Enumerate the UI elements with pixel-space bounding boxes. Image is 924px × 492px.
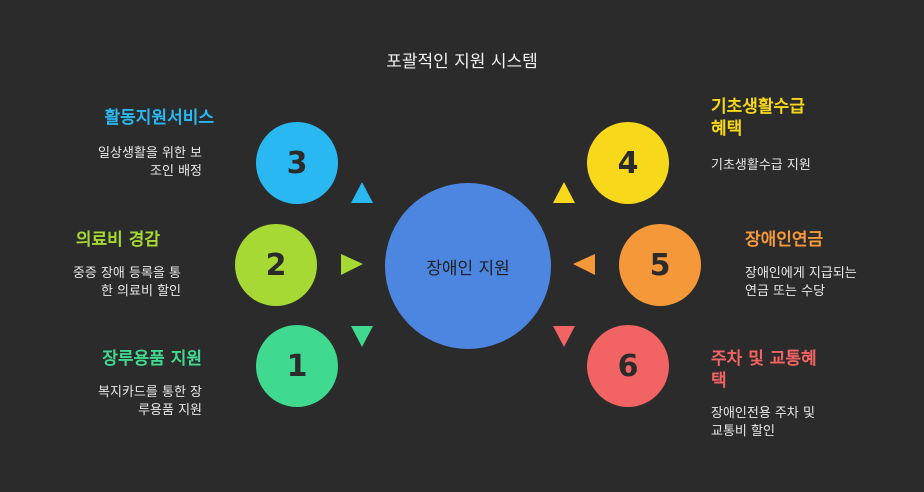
node-desc-3-line-1: 일상생활을 위한 보: [98, 146, 202, 161]
node-circle-6: 6: [587, 325, 669, 407]
node-desc-4-line-1: 기초생활수급 지원: [711, 158, 811, 173]
node-circle-2: 2: [235, 224, 317, 306]
node-number-4: 4: [617, 145, 639, 181]
node-desc-5-line-1: 장애인에게 지급되는: [745, 266, 857, 281]
node-circle-1: 1: [256, 325, 338, 407]
node-heading-1: 장루용품 지원: [102, 349, 202, 369]
node-desc-6-line-1: 장애인전용 주차 및: [711, 406, 815, 421]
arrow-to-node-2: [341, 254, 363, 275]
node-desc-5: 장애인에게 지급되는 연금 또는 수당: [745, 265, 857, 301]
node-circle-3: 3: [256, 122, 338, 204]
node-desc-3-line-2: 조인 배정: [150, 164, 202, 179]
node-heading-6-line-2: 택: [711, 371, 727, 391]
node-desc-1-line-2: 루용품 지원: [138, 403, 202, 418]
node-number-3: 3: [286, 145, 308, 181]
node-desc-2-line-2: 한 의료비 할인: [100, 284, 181, 299]
arrow-to-node-6: [553, 326, 575, 347]
node-heading-4: 기초생활수급 혜택: [711, 96, 805, 140]
node-desc-6: 장애인전용 주차 및 교통비 할인: [711, 405, 815, 441]
diagram-title: 포괄적인 지원 시스템: [386, 52, 538, 72]
center-circle: 장애인 지원: [385, 183, 551, 349]
node-heading-4-line-1: 기초생활수급: [711, 97, 805, 117]
arrow-to-node-4: [553, 182, 575, 203]
node-circle-4: 4: [587, 122, 669, 204]
node-circle-5: 5: [619, 224, 701, 306]
center-label: 장애인 지원: [426, 258, 510, 279]
node-desc-2: 중증 장애 등록을 통 한 의료비 할인: [73, 265, 181, 301]
node-desc-4: 기초생활수급 지원: [711, 157, 811, 175]
node-desc-6-line-2: 교통비 할인: [711, 424, 775, 439]
node-number-1: 1: [286, 348, 308, 384]
node-number-5: 5: [649, 247, 671, 283]
node-heading-5: 장애인연금: [745, 230, 824, 250]
node-desc-1: 복지카드를 통한 장 루용품 지원: [98, 384, 202, 420]
arrow-to-node-5: [573, 254, 595, 275]
node-heading-2: 의료비 경감: [75, 230, 160, 250]
arrow-to-node-3: [351, 182, 373, 203]
node-heading-4-line-2: 혜택: [711, 119, 743, 139]
node-desc-3: 일상생활을 위한 보 조인 배정: [98, 145, 202, 181]
node-desc-2-line-1: 중증 장애 등록을 통: [72, 266, 181, 281]
node-desc-5-line-2: 연금 또는 수당: [745, 284, 826, 299]
node-number-6: 6: [617, 348, 639, 384]
arrow-to-node-1: [351, 326, 373, 347]
node-heading-6-line-1: 주차 및 교통혜: [711, 349, 817, 369]
node-desc-1-line-1: 복지카드를 통한 장: [98, 385, 202, 400]
node-heading-3: 활동지원서비스: [104, 108, 214, 128]
node-heading-6: 주차 및 교통혜 택: [711, 348, 817, 392]
node-number-2: 2: [265, 247, 287, 283]
